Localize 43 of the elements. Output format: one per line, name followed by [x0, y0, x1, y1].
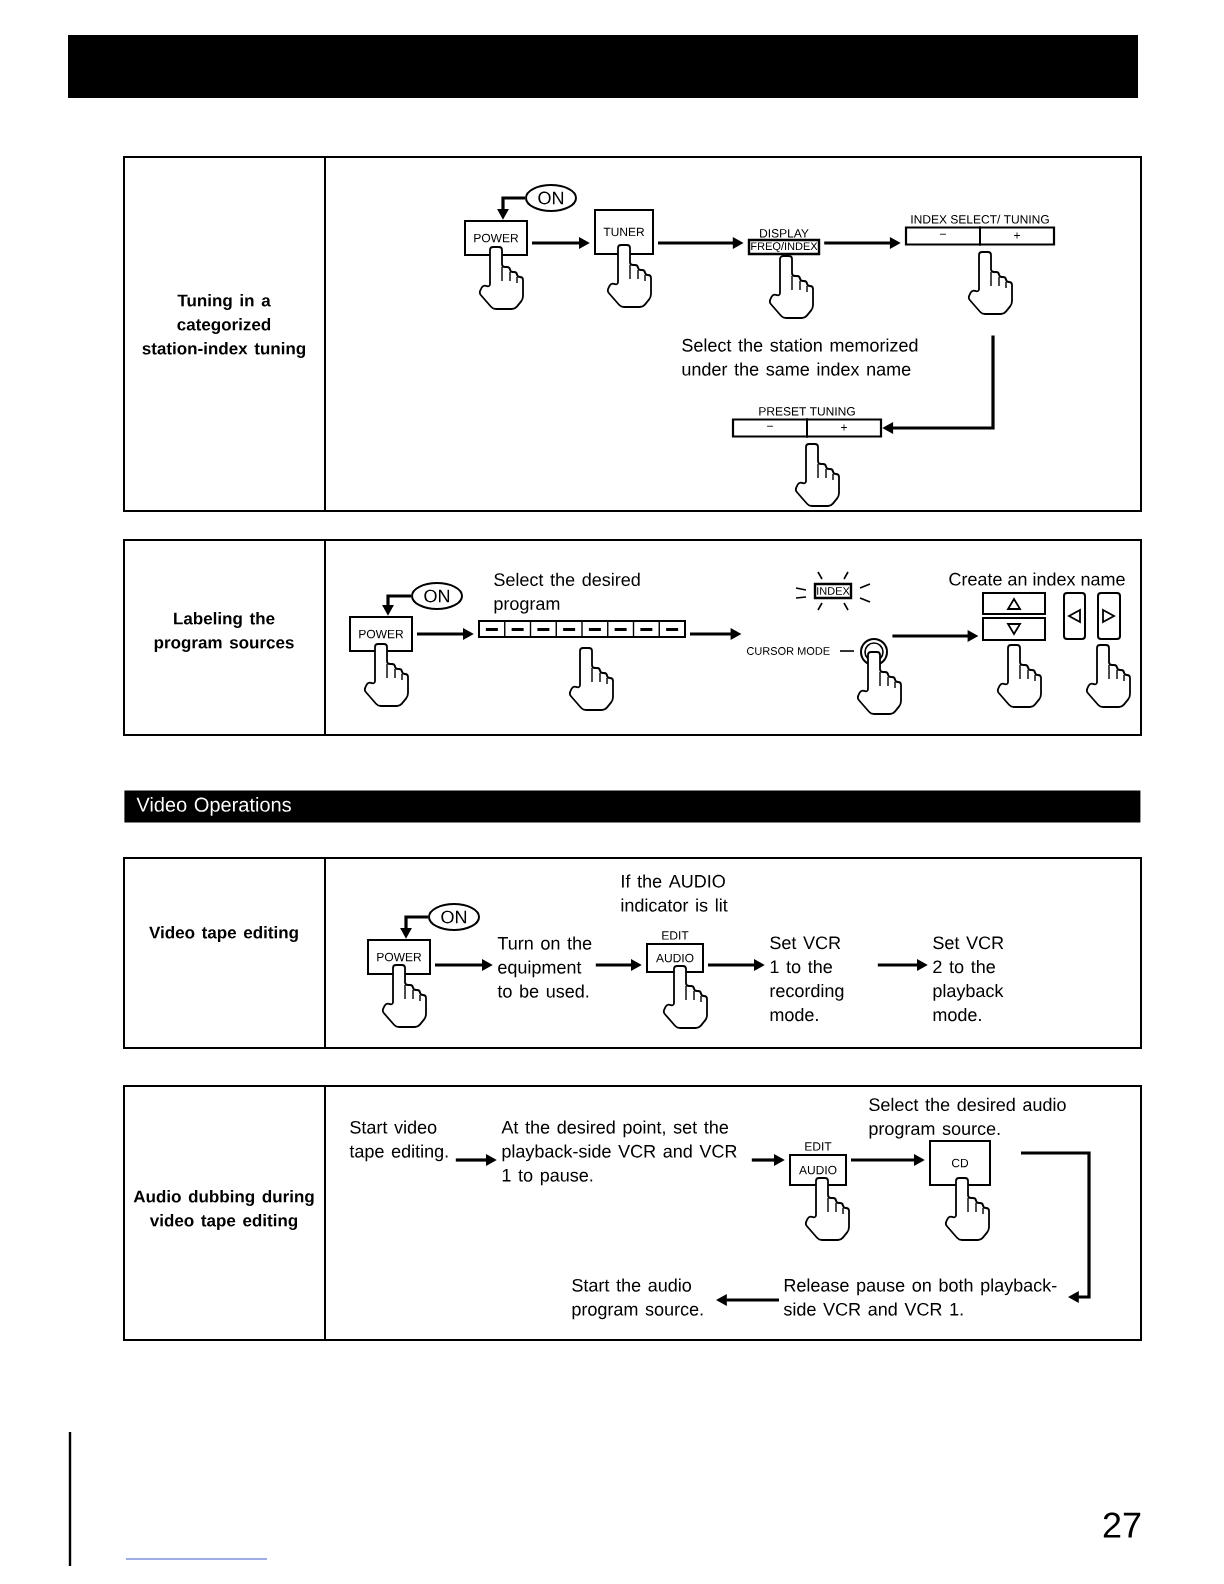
node-label: DISPLAY: [760, 229, 809, 238]
push-button: POWER: [349, 616, 413, 652]
arrow-buttons: [1063, 592, 1121, 640]
arrow-buttons: [982, 592, 1046, 641]
step-text: Start video tape editing.: [349, 1120, 448, 1162]
note-text: Select the station memorized under the same index name: [682, 338, 918, 376]
push-button: Select the desired audio program source. CD: [869, 1097, 1066, 1186]
node-label: CURSOR MODE: [746, 647, 830, 655]
on-callout: ON: [525, 184, 577, 212]
row-heading: Tuning in a categorized station-index tuning: [142, 294, 306, 358]
button-pair: PRESET TUNING − +: [731, 407, 883, 439]
node-label: If the AUDIO indicator is lit: [621, 874, 728, 912]
node-label: EDIT: [805, 1142, 832, 1151]
node-label: INDEX SELECT/ TUNING: [911, 214, 1049, 224]
push-button: EDIT AUDIO: [789, 1142, 847, 1186]
on-callout: ON: [411, 582, 463, 610]
row-heading: Video tape editing: [149, 926, 298, 942]
row-heading: Audio dubbing during video tape editing: [133, 1190, 314, 1230]
step-text: At the desired point, set the playback-side VCR and VCR 1 to pause.: [501, 1120, 737, 1186]
node-label: Select the desired audio program source.: [869, 1097, 1066, 1139]
step-text: Set VCR 2 to the playback mode.: [933, 936, 1004, 1022]
step-text: Set VCR 1 to the recording mode.: [770, 936, 844, 1022]
node-label: PRESET TUNING: [759, 407, 855, 416]
heading-text: Create an index name: [949, 572, 1125, 586]
node-label: Select the desired program: [494, 572, 640, 614]
push-button: DISPLAY FREQ/INDEX: [747, 229, 821, 256]
push-button: If the AUDIO indicator is lit EDIT AUDIO: [621, 874, 728, 973]
cursor-button: CURSOR MODE: [746, 638, 888, 666]
row-heading: Labeling the program sources: [154, 612, 294, 652]
node-label: EDIT: [662, 931, 689, 940]
step-text: Start the audio program source.: [572, 1278, 703, 1320]
push-button: POWER: [464, 220, 528, 256]
button-pair: INDEX SELECT/ TUNING − +: [904, 214, 1056, 247]
on-callout: ON: [428, 903, 480, 931]
indicator-lamp: INDEX: [795, 571, 871, 611]
arrow: [1021, 1151, 1091, 1303]
step-text: Turn on the equipment to be used.: [497, 936, 592, 998]
push-button: POWER: [367, 939, 431, 975]
page-number: 27: [1103, 1512, 1141, 1538]
step-text: Release pause on both playback-side VCR and VCR 1.: [783, 1278, 1057, 1316]
push-button: TUNER: [594, 209, 654, 255]
button-strip: Select the desired program: [478, 572, 686, 638]
section-heading: Video Operations: [124, 790, 1141, 823]
